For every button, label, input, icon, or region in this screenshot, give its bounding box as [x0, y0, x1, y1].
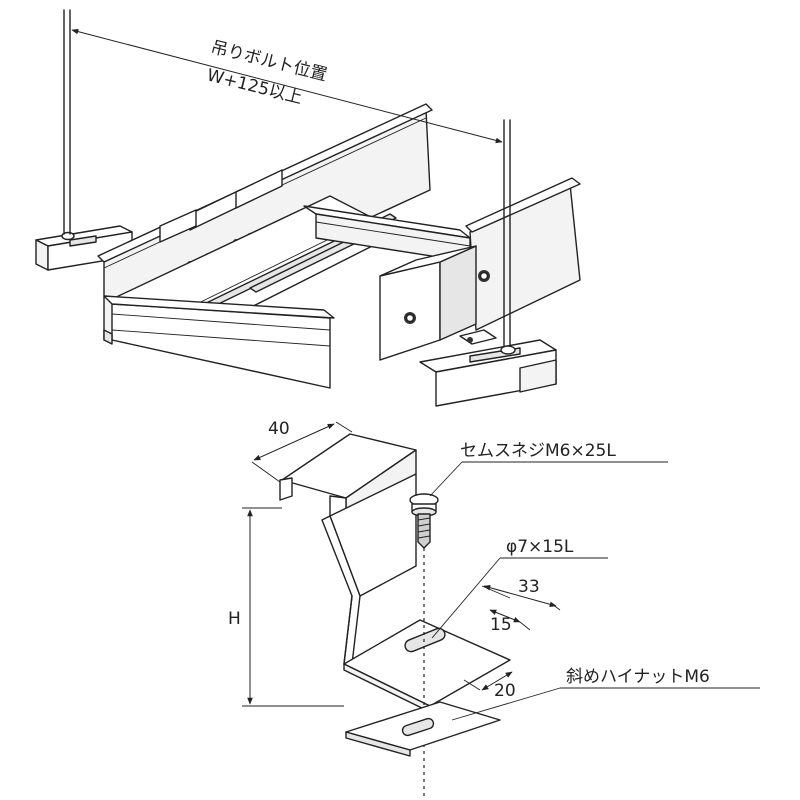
dim-33-label: 33: [518, 577, 540, 597]
dim-20-label: 20: [494, 681, 516, 701]
sems-screw: [409, 493, 439, 549]
bracket-detail: [242, 421, 760, 800]
right-support-channel: [419, 339, 557, 407]
slot-label: φ7×15L: [506, 537, 574, 557]
bolt-spacing-dimension: [71, 28, 503, 144]
left-hanger-bolt: [63, 9, 71, 235]
left-support-channel: [35, 225, 133, 271]
screw-label: セムスネジM6×25L: [460, 441, 616, 461]
width-40-label: 40: [268, 419, 290, 439]
height-h-label: H: [228, 609, 241, 629]
slant-high-nut: [345, 701, 501, 757]
cable-tray-assembly: [35, 9, 581, 407]
branch-tray: [303, 177, 581, 361]
nut-label: 斜めハイナットM6: [566, 667, 710, 687]
dim-15-label: 15: [490, 615, 512, 635]
main-tray: [97, 103, 433, 389]
right-hanger-bolt: [503, 119, 511, 347]
